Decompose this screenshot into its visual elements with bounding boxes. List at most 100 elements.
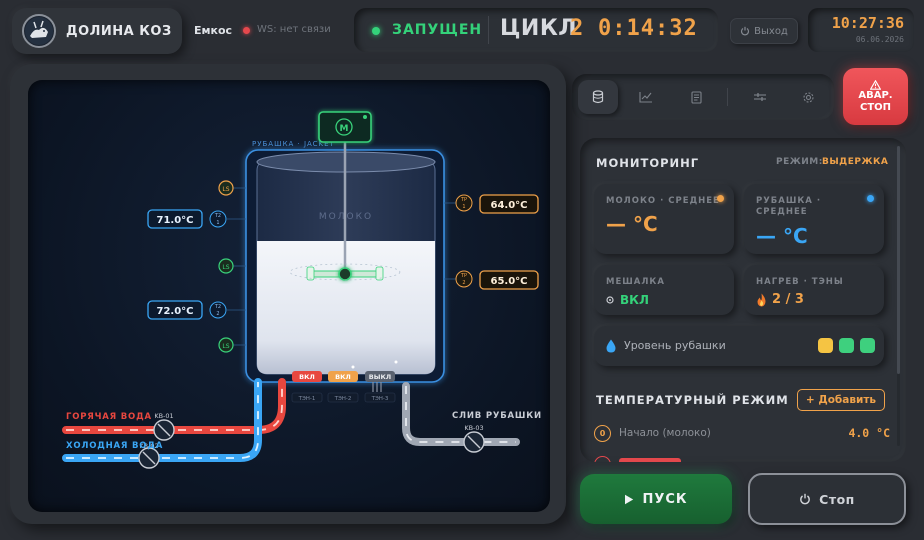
- clock-date: 06.06.2026: [855, 35, 904, 44]
- tank-name: Емкос: [194, 24, 233, 37]
- temperature-step-row[interactable]: 0 Начало (молоко) 4.0 °C: [594, 422, 890, 446]
- status-divider: [488, 16, 489, 44]
- svg-text:ВКЛ: ВКЛ: [299, 373, 315, 381]
- svg-text:KB-02: KB-02: [139, 442, 158, 450]
- product-temp-sensor-1: TP 1 64.0°C: [444, 194, 539, 214]
- svg-text:2: 2: [216, 311, 219, 317]
- svg-text:TP: TP: [460, 273, 467, 279]
- goat-logo-icon: [22, 14, 56, 48]
- svg-text:64.0°C: 64.0°C: [490, 200, 527, 211]
- tab-divider: [727, 88, 728, 106]
- level-switch-bottom: LS: [218, 337, 246, 353]
- svg-text:71.0°C: 71.0°C: [156, 215, 193, 226]
- heater-spark: [351, 365, 355, 369]
- exit-button[interactable]: Выход: [730, 18, 798, 44]
- level-switch-middle: LS: [218, 258, 246, 274]
- start-button[interactable]: ПУСК: [580, 474, 732, 524]
- jacket-temp-sensor-1: 71.0°C T2 1: [147, 209, 246, 229]
- heating-card: НАГРЕВ · ТЭНЫ 2 / 3: [744, 265, 884, 315]
- tab-log[interactable]: [676, 80, 716, 114]
- power-icon: [741, 26, 750, 36]
- svg-text:T2: T2: [214, 213, 221, 219]
- milk-average-label: МОЛОКО · СРЕДНЕЕ: [606, 196, 720, 206]
- add-step-button[interactable]: + Добавить: [797, 389, 885, 411]
- cycle-elapsed-time: 0:14:32: [598, 16, 698, 41]
- svg-text:ВЫКЛ: ВЫКЛ: [369, 373, 391, 381]
- heater-1: ВКЛ ТЭН-1: [291, 371, 323, 403]
- level-switch-top: LS: [218, 180, 246, 196]
- level-indicator-low: [818, 338, 833, 353]
- svg-text:LS: LS: [222, 343, 229, 350]
- svg-text:ТЭН-2: ТЭН-2: [334, 396, 352, 402]
- jacket-average-card: РУБАШКА · СРЕДНЕЕ — °C: [744, 184, 884, 254]
- tab-process[interactable]: [578, 80, 618, 114]
- cylinder-icon: [592, 90, 604, 104]
- fan-icon: [606, 296, 614, 304]
- jacket-temp-sensor-2: 72.0°C T2 2: [147, 300, 246, 320]
- mixer-label: МЕШАЛКА: [606, 277, 665, 287]
- flame-icon: [757, 293, 766, 306]
- process-status-box: ЗАПУЩЕН ЦИКЛ 2 0:14:32: [354, 8, 718, 52]
- jacket-label: РУБАШКА · JACKET: [252, 140, 335, 148]
- product-temp-sensor-2: TP 2 65.0°C: [444, 270, 539, 290]
- exit-label: Выход: [754, 25, 788, 37]
- start-label: ПУСК: [642, 491, 688, 507]
- jacket-average-dot: [867, 195, 874, 202]
- valve-kb02[interactable]: KB-02: [138, 442, 160, 469]
- tab-settings[interactable]: [788, 80, 828, 114]
- temperature-mode-title: ТЕМПЕРАТУРНЫЙ РЕЖИМ: [596, 393, 789, 407]
- jacket-level-card: Уровень рубашки: [594, 326, 884, 366]
- jacket-drain-pipe: [402, 382, 520, 446]
- mixer-card: МЕШАЛКА ВКЛ: [594, 265, 734, 315]
- clock-box: 10:27:36 06.06.2026: [808, 8, 914, 52]
- svg-text:LS: LS: [222, 264, 229, 271]
- svg-text:72.0°C: 72.0°C: [156, 306, 193, 317]
- motor-housing: [318, 111, 372, 143]
- svg-text:ВКЛ: ВКЛ: [335, 373, 351, 381]
- stop-button[interactable]: Стоп: [748, 473, 906, 525]
- gear-icon: [802, 91, 814, 103]
- hot-water-label: ГОРЯЧАЯ ВОДА: [66, 412, 152, 422]
- motor-status-dot: [363, 115, 367, 119]
- power-icon: [800, 493, 811, 505]
- heater-3-rods: [372, 382, 382, 392]
- mode-value: ВЫДЕРЖКА: [822, 157, 889, 167]
- heating-value-row: 2 / 3: [756, 292, 804, 307]
- hot-water-pipe: [62, 378, 286, 434]
- svg-text:KB-01: KB-01: [154, 412, 173, 420]
- milk-average-card: МОЛОКО · СРЕДНЕЕ — °C: [594, 184, 734, 254]
- level-indicator-mid: [839, 338, 854, 353]
- monitoring-panel: МОНИТОРИНГ РЕЖИМ: ВЫДЕРЖКА МОЛОКО · СРЕД…: [580, 138, 906, 462]
- monitoring-scrollbar-thumb[interactable]: [897, 146, 900, 374]
- level-indicator-high: [860, 338, 875, 353]
- stop-label: Стоп: [819, 491, 855, 507]
- heater-3: ВЫКЛ ТЭН-3: [364, 371, 396, 403]
- svg-text:1: 1: [216, 220, 219, 226]
- milk-average-value: — °C: [606, 212, 658, 236]
- valve-kb03[interactable]: KB-03: [463, 424, 485, 453]
- schematic-svg: РУБАШКА · JACKET МОЛОКО M LS LS: [62, 111, 542, 469]
- mode-label: РЕЖИМ:: [776, 157, 823, 167]
- play-icon: [625, 494, 634, 504]
- heater-2: ВКЛ ТЭН-2: [327, 371, 359, 403]
- drain-label: СЛИВ РУБАШКИ: [452, 411, 542, 421]
- step-index-badge: 0: [594, 425, 611, 442]
- process-schematic: РУБАШКА · JACKET МОЛОКО M LS LS: [28, 80, 550, 512]
- app-logo-box: ДОЛИНА КОЗ: [12, 8, 182, 54]
- cycle-label: ЦИКЛ: [500, 16, 578, 41]
- motor-icon: [335, 118, 353, 136]
- valve-kb01[interactable]: KB-01: [153, 412, 175, 441]
- tab-charts[interactable]: [626, 80, 666, 114]
- run-indicator-dot: [372, 27, 380, 35]
- svg-text:T2: T2: [214, 304, 221, 310]
- warning-icon: [870, 79, 881, 90]
- svg-text:ТЭН-3: ТЭН-3: [371, 396, 389, 402]
- sliders-icon: [754, 93, 766, 101]
- milk-average-dot: [717, 195, 724, 202]
- mixer-value: ВКЛ: [620, 293, 649, 307]
- heater-spark: [394, 360, 398, 364]
- emergency-stop-button[interactable]: АВАР. СТОП: [843, 68, 908, 125]
- tab-settings-sliders[interactable]: [740, 80, 780, 114]
- cycle-number: 2: [570, 16, 584, 41]
- document-icon: [690, 90, 702, 104]
